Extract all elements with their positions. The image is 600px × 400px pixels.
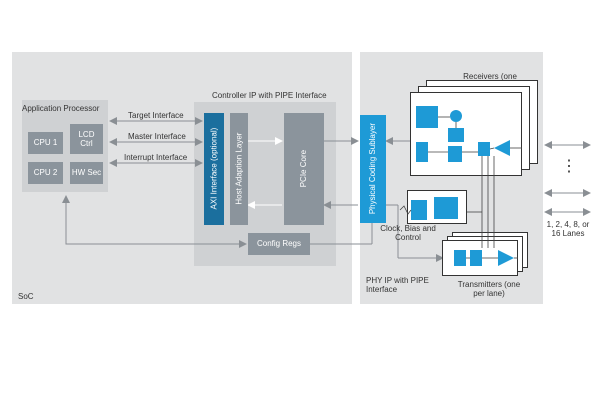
interrupt-interface-label: Interrupt Interface — [124, 153, 188, 162]
rx-block-a — [416, 106, 438, 128]
clock-block-b — [434, 197, 458, 219]
pcie-core-block: PCIe Core — [284, 113, 324, 225]
config-regs-block: Config Regs — [248, 233, 310, 255]
tx-block-b — [470, 250, 482, 266]
controller-title: Controller IP with PIPE Interface — [212, 91, 327, 100]
rx-block-b — [416, 142, 428, 162]
lcd-ctrl-block: LCD Ctrl — [70, 124, 103, 154]
hw-sec-block: HW Sec — [70, 162, 103, 184]
tx-block-a — [454, 250, 466, 266]
phy-ip-label: PHY IP with PIPE Interface — [366, 276, 429, 295]
lanes-dots: ⋮ — [561, 158, 577, 175]
host-adaption-layer-block: Host Adaption Layer — [230, 113, 248, 225]
axi-interface-block: AXI Interface (optional) — [204, 113, 224, 225]
config-regs-line — [62, 195, 247, 248]
rx-circle — [450, 110, 462, 122]
lanes-label: 1, 2, 4, 8, or 16 Lanes — [546, 220, 590, 239]
target-interface-label: Target Interface — [128, 111, 184, 120]
app-processor-title: Application Processor — [22, 104, 100, 113]
rx-block-e — [478, 142, 490, 156]
rx-block-d — [448, 146, 462, 162]
clock-block-a — [411, 200, 427, 220]
clock-bias-label: Clock, Bias and Control — [380, 224, 436, 243]
rx-block-c — [448, 128, 464, 142]
cpu1-block: CPU 1 — [28, 132, 63, 154]
master-interface-label: Master Interface — [128, 132, 186, 141]
rx-amplifier — [494, 140, 510, 156]
tx-amplifier — [498, 250, 514, 266]
physical-coding-sublayer-block: Physical Coding Sublayer — [360, 115, 386, 223]
soc-label: SoC — [18, 292, 34, 301]
transmitters-label: Transmitters (one per lane) — [457, 280, 521, 299]
cpu2-block: CPU 2 — [28, 162, 63, 184]
